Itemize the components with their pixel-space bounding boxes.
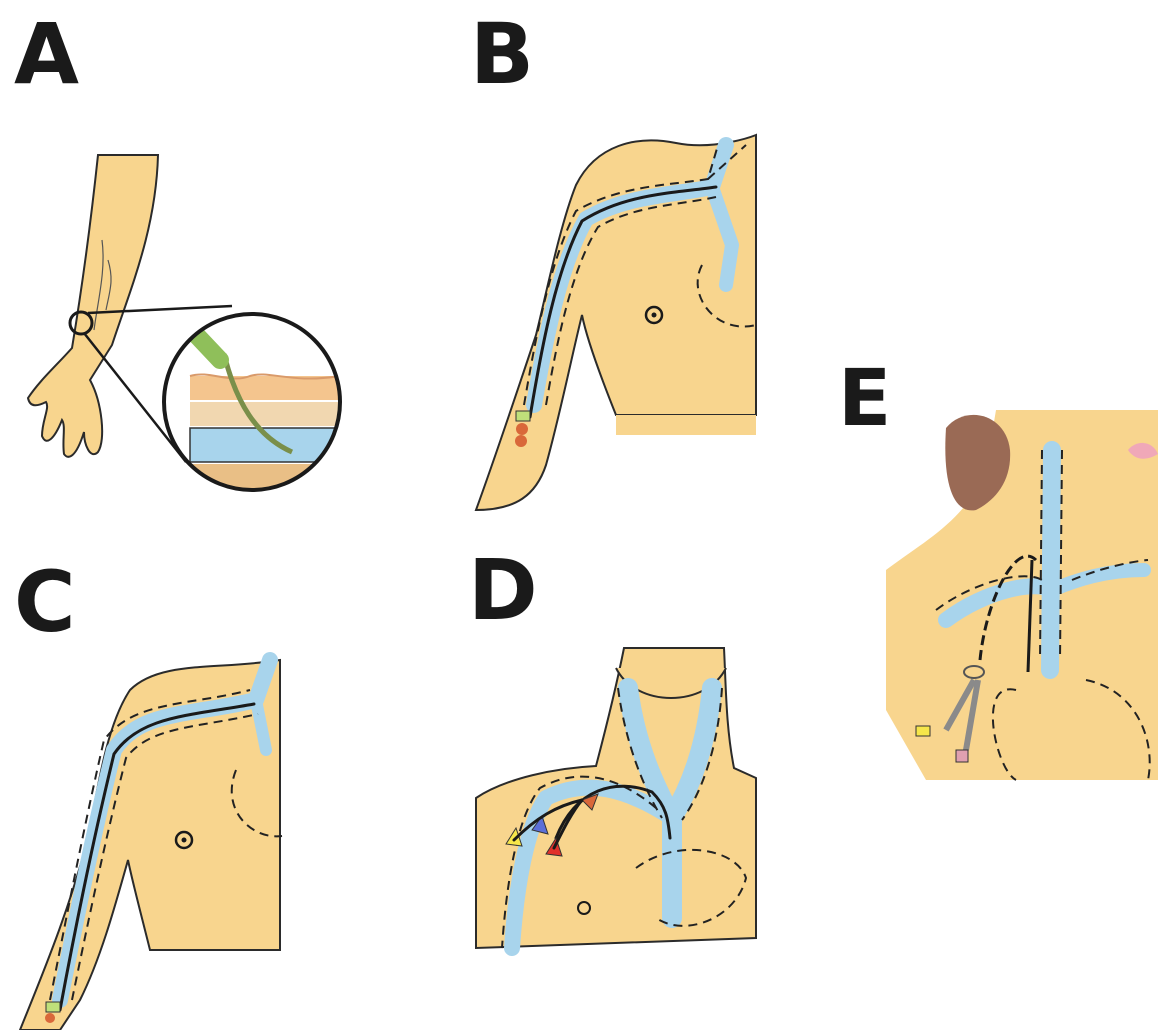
- panel-a-peripheral-cannula-illustration: [10, 140, 350, 500]
- panel-b-picc-illustration: [476, 135, 766, 510]
- panel-e-central-venous-catheter-illustration: [886, 410, 1158, 780]
- panel-label-d: D: [468, 548, 538, 632]
- lumen-pink-icon: [956, 750, 968, 762]
- magnified-inset: [160, 310, 350, 500]
- panel-label-a: A: [14, 12, 79, 96]
- panel-c-picc-illustration: [20, 660, 290, 1030]
- catheter-hub-green-icon: [46, 1002, 60, 1012]
- forearm-hand-illustration: [28, 155, 158, 457]
- panel-label-b: B: [470, 12, 534, 96]
- catheter-hub-green-icon: [516, 411, 530, 421]
- panel-label-c: C: [14, 560, 76, 644]
- catheter-cap-icon: [45, 1013, 55, 1023]
- panel-label-e: E: [838, 360, 891, 438]
- catheter-cap-icon: [516, 423, 528, 435]
- lumen-yellow-icon: [916, 726, 930, 736]
- panel-d-tunneled-catheter-illustration: [476, 648, 756, 948]
